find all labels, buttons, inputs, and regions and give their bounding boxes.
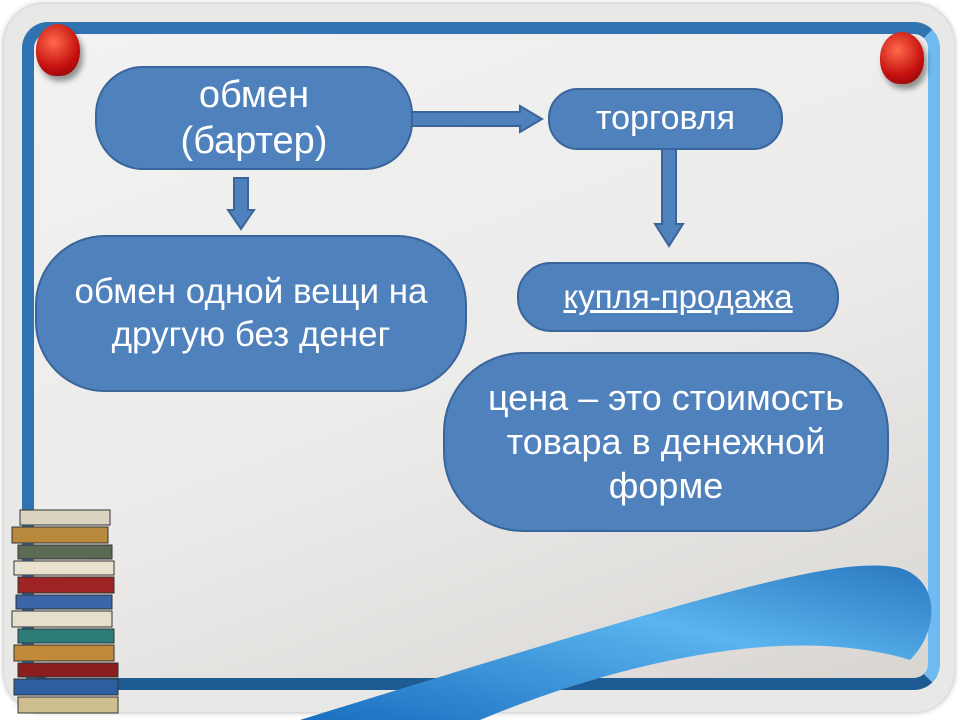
pushpin-icon <box>36 24 80 76</box>
node-price-definition: цена – это стоимость товара в денежной ф… <box>443 352 889 532</box>
node-purchase-sale: купля-продажа <box>517 262 839 332</box>
arrow-down-icon <box>653 147 685 248</box>
arrow-down-icon <box>226 177 256 231</box>
node-barter: обмен (бартер) <box>95 66 413 170</box>
node-barter-definition: обмен одной вещи на другую без денег <box>35 235 467 392</box>
pushpin-icon <box>880 32 924 84</box>
arrow-right-icon <box>411 104 544 134</box>
books-stack-icon <box>11 509 119 714</box>
page-curl-icon <box>300 565 932 720</box>
node-trade: торговля <box>548 88 783 150</box>
